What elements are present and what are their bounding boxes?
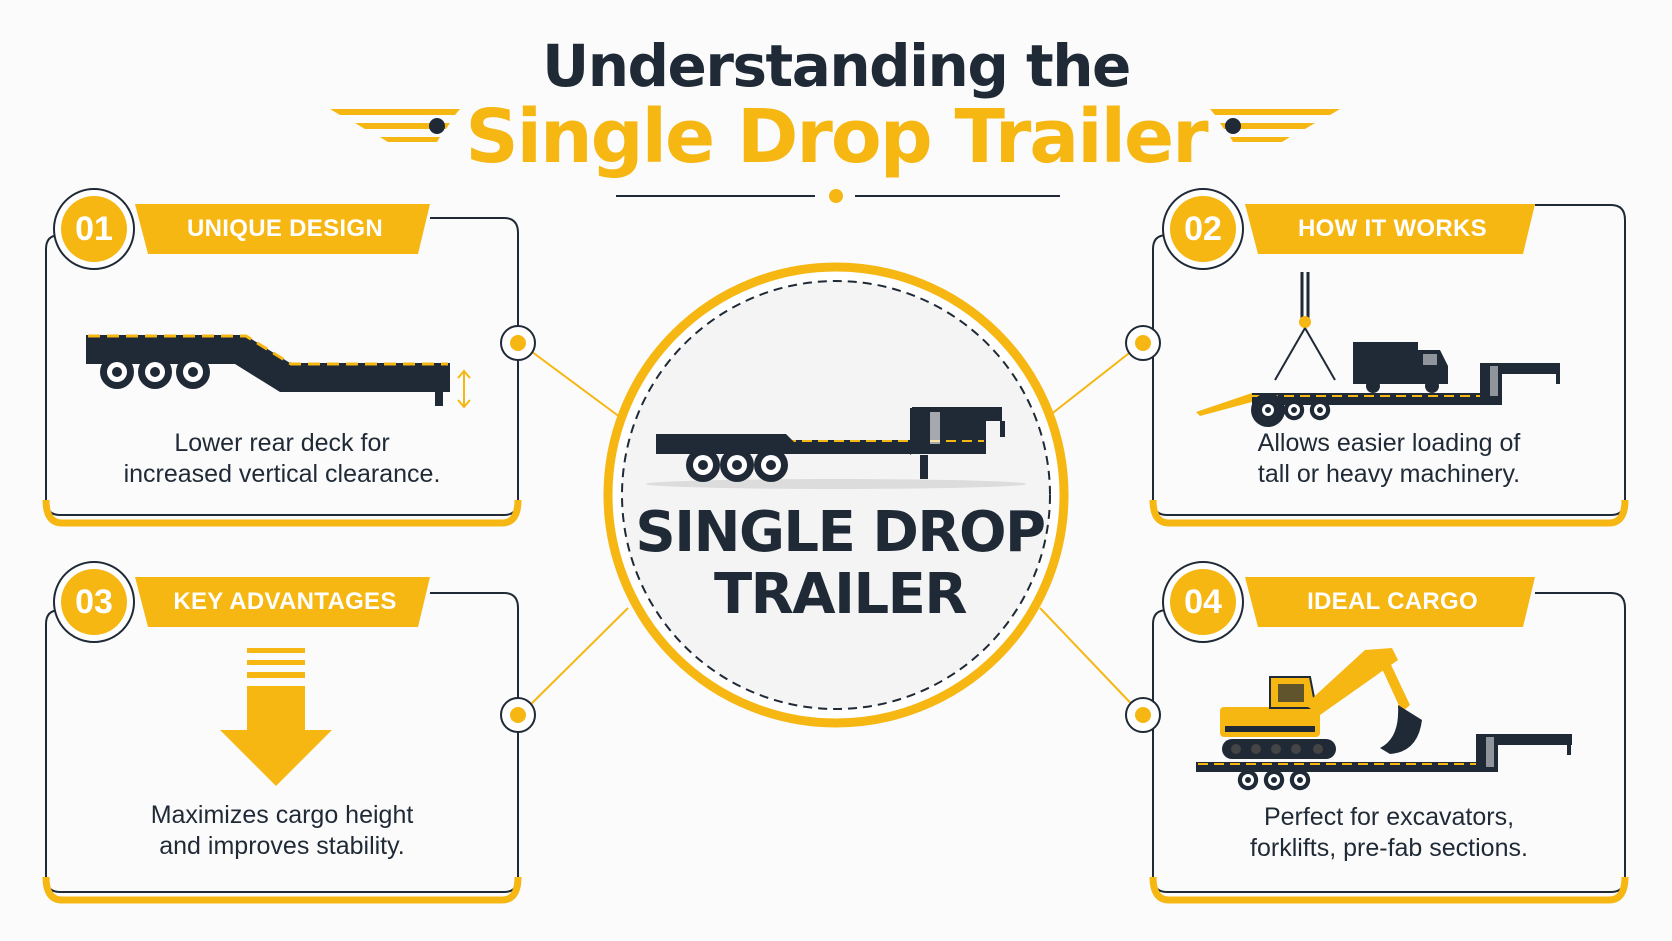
card-03-description: Maximizes cargo height and improves stab… [56, 800, 508, 862]
center-circle [603, 262, 1069, 728]
card-frame-03 [42, 592, 522, 904]
card-01-text-line2: increased vertical clearance. [123, 460, 441, 488]
center-trailer-icon [646, 407, 1026, 489]
badge-04 [1162, 561, 1535, 643]
center-label-line2: TRAILER [713, 562, 968, 627]
card-03-number: 03 [75, 583, 113, 621]
page-title-line2: Single Drop Trailer [465, 94, 1208, 180]
card-02-text-line1: Allows easier loading of [1257, 429, 1521, 457]
title-divider [616, 189, 1060, 203]
center-label: SINGLE DROP TRAILER [600, 502, 1080, 626]
card-04-text-line2: forklifts, pre-fab sections. [1250, 834, 1528, 862]
connector-lines [519, 342, 1143, 716]
title-wings-right [1210, 109, 1340, 142]
title-wings-left [330, 109, 460, 142]
trailer-side-view-icon [86, 334, 471, 409]
card-02-text-line2: tall or heavy machinery. [1257, 460, 1521, 488]
card-frame-04 [1149, 592, 1629, 904]
card-01-number: 01 [75, 210, 113, 248]
down-arrow-icon [220, 648, 332, 786]
card-03-title: KEY ADVANTAGES [173, 588, 397, 615]
card-02-description: Allows easier loading of tall or heavy m… [1163, 428, 1615, 490]
card-02-number: 02 [1184, 210, 1222, 248]
excavator-on-trailer-icon [1196, 648, 1572, 791]
card-frame-02 [1149, 204, 1629, 527]
card-04-text-line1: Perfect for excavators, [1263, 803, 1515, 831]
card-frame-01 [42, 217, 522, 527]
connector-nodes [500, 325, 1161, 733]
card-02-title: HOW IT WORKS [1298, 215, 1487, 242]
card-03-text-line2: and improves stability. [159, 832, 405, 860]
badge-02 [1162, 188, 1535, 270]
card-04-description: Perfect for excavators, forklifts, pre-f… [1163, 802, 1615, 864]
badge-03 [53, 561, 430, 643]
badge-01 [53, 188, 430, 270]
card-01-title: UNIQUE DESIGN [187, 215, 383, 242]
card-04-number: 04 [1184, 583, 1222, 621]
card-01-text-line1: Lower rear deck for [174, 429, 390, 457]
page-title-line1: Understanding the [542, 32, 1131, 100]
center-label-line1: SINGLE DROP [635, 500, 1046, 565]
card-04-title: IDEAL CARGO [1307, 588, 1478, 615]
crane-loading-icon [1196, 272, 1560, 427]
card-03-text-line1: Maximizes cargo height [150, 801, 414, 829]
card-01-description: Lower rear deck for increased vertical c… [56, 428, 508, 490]
